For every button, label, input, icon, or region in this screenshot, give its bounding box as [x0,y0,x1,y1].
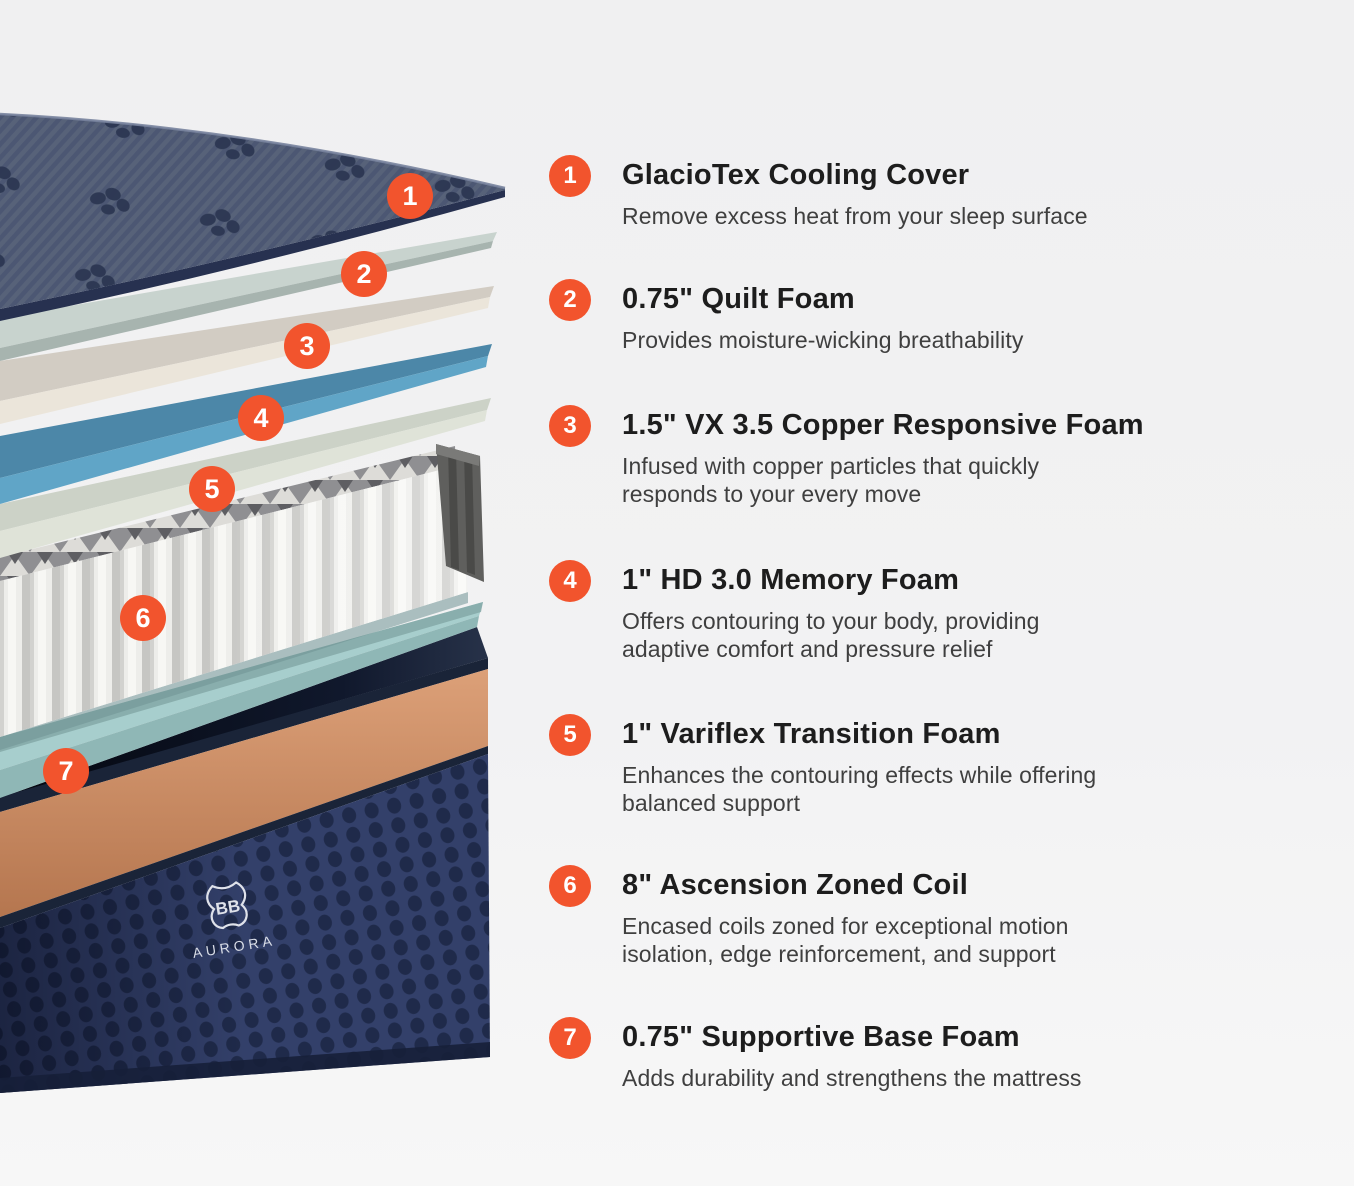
layer-number-badge: 1 [549,155,591,197]
layer6-coils-graphic [0,444,484,750]
layer-marker-5: 5 [189,466,235,512]
layer-legend: 1 GlacioTex Cooling Cover Remove excess … [549,0,1339,1186]
layer-description: Offers contouring to your body, providin… [622,608,1040,662]
mattress-cutaway-art: BB AURORA [0,0,540,1186]
layer-title: GlacioTex Cooling Cover [622,159,970,191]
legend-item-4: 4 1" HD 3.0 Memory Foam Offers contourin… [549,560,1039,663]
legend-item-7: 7 0.75" Supportive Base Foam Adds durabi… [549,1017,1082,1092]
layer-marker-2: 2 [341,251,387,297]
base-mattress-graphic: BB AURORA [0,627,490,1093]
legend-item-2: 2 0.75" Quilt Foam Provides moisture-wic… [549,279,1023,354]
brand-monogram: BB [214,896,241,919]
layer-number-badge: 6 [549,865,591,907]
legend-text: 0.75" Quilt Foam Provides moisture-wicki… [622,282,1023,354]
layer-description: Remove excess heat from your sleep surfa… [622,203,1088,229]
layer-number-badge: 4 [549,560,591,602]
layer7-base-foam-graphic [0,602,483,798]
layer-marker-3: 3 [284,323,330,369]
mattress-cutaway-svg: BB AURORA [0,112,506,1093]
layer-description: Enhances the contouring effects while of… [622,762,1097,816]
legend-item-3: 3 1.5" VX 3.5 Copper Responsive Foam Inf… [549,405,1144,508]
layer-title: 1" Variflex Transition Foam [622,718,1001,750]
legend-item-6: 6 8" Ascension Zoned Coil Encased coils … [549,865,1069,968]
layer-title: 0.75" Supportive Base Foam [622,1021,1020,1053]
layer-description: Infused with copper particles that quick… [622,453,1040,507]
layer-marker-7: 7 [43,748,89,794]
legend-text: 1" Variflex Transition Foam Enhances the… [622,717,1096,817]
layer3-quilt-foam-graphic [0,286,494,424]
legend-text: 1" HD 3.0 Memory Foam Offers contouring … [622,563,1039,663]
coil-edge-support [436,444,484,582]
layer-title: 0.75" Quilt Foam [622,283,855,315]
legend-text: 8" Ascension Zoned Coil Encased coils zo… [622,868,1069,968]
layer5-transition-foam-graphic [0,398,491,558]
layer-number-badge: 7 [549,1017,591,1059]
legend-text: 1.5" VX 3.5 Copper Responsive Foam Infus… [622,408,1144,508]
layer-title: 1.5" VX 3.5 Copper Responsive Foam [622,409,1144,441]
layer-number-badge: 2 [549,279,591,321]
layer-marker-6: 6 [120,595,166,641]
layer1-cover-graphic [0,112,506,321]
layer-description: Adds durability and strengthens the matt… [622,1065,1082,1091]
layer-number-badge: 3 [549,405,591,447]
layer-title: 1" HD 3.0 Memory Foam [622,564,960,596]
layer-marker-1: 1 [387,173,433,219]
layer-number-badge: 5 [549,714,591,756]
legend-text: 0.75" Supportive Base Foam Adds durabili… [622,1020,1082,1092]
legend-text: GlacioTex Cooling Cover Remove excess he… [622,158,1088,230]
layer-marker-4: 4 [238,395,284,441]
legend-item-5: 5 1" Variflex Transition Foam Enhances t… [549,714,1096,817]
layer-description: Encased coils zoned for exceptional moti… [622,913,1069,967]
layer-title: 8" Ascension Zoned Coil [622,869,968,901]
layer-description: Provides moisture-wicking breathability [622,327,1024,353]
legend-item-1: 1 GlacioTex Cooling Cover Remove excess … [549,155,1088,230]
